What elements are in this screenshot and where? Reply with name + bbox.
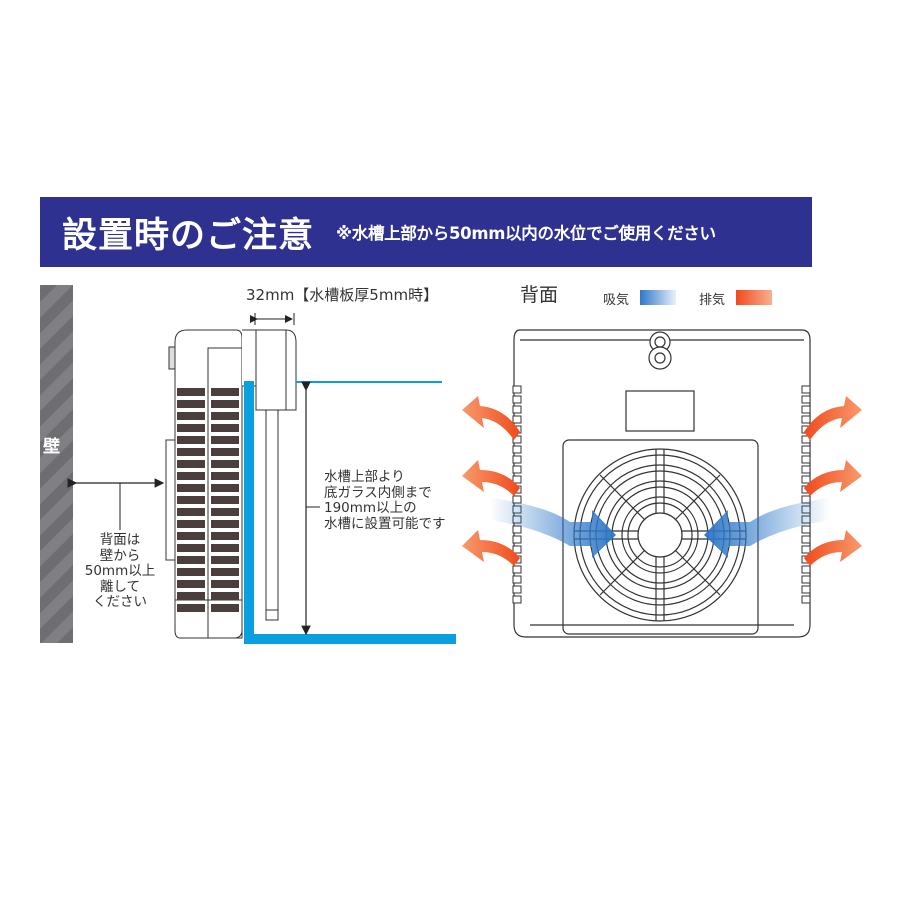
intake-airflow-arrow-left: [490, 498, 616, 558]
wall-clearance-note: 背面は 壁から 50mm以上 離して ください: [76, 532, 164, 611]
legend-exhaust-label: 排気: [699, 293, 726, 308]
intake-airflow-arrow-right: [704, 498, 830, 558]
rear-view-title: 背面: [520, 284, 559, 306]
header-banner: 設置時のご注意 ※水槽上部から50mm以内の水位でご使用ください: [40, 197, 812, 267]
tank-depth-note: 水槽上部より 底ガラス内側まで 190mm以上の 水槽に設置可能です: [324, 469, 446, 532]
rear-view-unit: [513, 329, 811, 638]
note-line: 50mm以上: [84, 563, 156, 580]
page-title: 設置時のご注意: [62, 215, 315, 256]
note-line: 背面は: [99, 532, 141, 548]
note-line: 離して: [99, 578, 141, 595]
note-line: 水槽に設置可能です: [324, 515, 446, 532]
wall: [40, 285, 73, 643]
exhaust-airflow-arrows-right: [804, 396, 862, 566]
note-line: ください: [93, 594, 147, 611]
dimension-32mm-label: 32mm【水槽板厚5mm時】: [246, 286, 439, 304]
aquarium-tank-wall: [244, 381, 456, 644]
note-line: 水槽上部より: [324, 469, 405, 485]
note-line: 底ガラス内側まで: [324, 484, 432, 501]
wall-label: 壁: [43, 437, 60, 457]
legend-intake-label: 吸気: [603, 293, 630, 308]
side-vent-grille: [177, 388, 239, 612]
water-level-note: ※水槽上部から50mm以内の水位でご使用ください: [336, 224, 716, 243]
exhaust-gradient-swatch: [736, 290, 772, 305]
note-line: 190mm以上の: [324, 500, 417, 517]
note-line: 壁から: [99, 547, 141, 564]
intake-gradient-swatch: [640, 290, 676, 305]
exhaust-airflow-arrows-left: [462, 396, 520, 566]
